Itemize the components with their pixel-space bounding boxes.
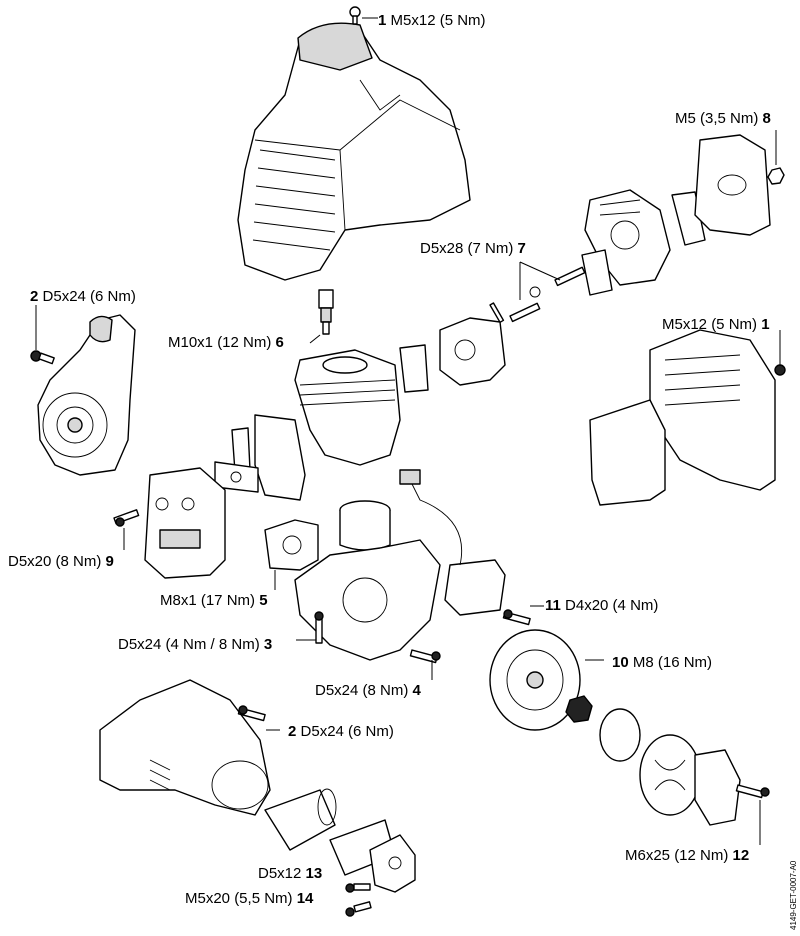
fan-flywheel bbox=[489, 629, 581, 731]
screws-7 bbox=[509, 266, 586, 323]
callout-10: 10 M8 (16 Nm) bbox=[612, 654, 713, 671]
leader-lines bbox=[35, 17, 781, 845]
screw-1-right bbox=[774, 364, 786, 376]
callout-1-top: 1 M5x12 (5 Nm) bbox=[378, 12, 486, 29]
engine-cover-shroud bbox=[237, 22, 471, 281]
callout-4: D5x24 (8 Nm) 4 bbox=[315, 682, 421, 699]
screw-12 bbox=[735, 784, 770, 799]
callout-6: M10x1 (12 Nm) 6 bbox=[168, 334, 284, 351]
callout-12: M6x25 (12 Nm) 12 bbox=[625, 847, 750, 864]
muffler-plate-5 bbox=[264, 519, 319, 571]
callout-14: M5x20 (5,5 Nm) 14 bbox=[185, 890, 314, 907]
callout-2-left: 2 D5x24 (6 Nm) bbox=[30, 288, 136, 305]
screw-11 bbox=[502, 609, 531, 626]
callout-9: D5x20 (8 Nm) 9 bbox=[8, 553, 114, 570]
air-filter-element bbox=[589, 399, 666, 506]
intake-manifold bbox=[439, 302, 506, 386]
callout-8: M5 (3,5 Nm) 8 bbox=[675, 110, 771, 127]
piston bbox=[339, 500, 391, 551]
clamp-13-14 bbox=[369, 834, 416, 893]
cylinder bbox=[294, 349, 401, 466]
air-filter-base bbox=[694, 134, 771, 236]
screw-2-lower bbox=[237, 705, 266, 722]
nut-10 bbox=[565, 695, 593, 723]
screws-13-14 bbox=[345, 883, 372, 917]
muffler-gasket bbox=[214, 461, 259, 493]
screw-3 bbox=[314, 611, 324, 644]
callout-3: D5x24 (4 Nm / 8 Nm) 3 bbox=[118, 636, 273, 653]
callout-11: 11 D4x20 (4 Nm) bbox=[545, 597, 659, 614]
clutch-shoe-plate bbox=[694, 749, 741, 826]
ignition-module bbox=[399, 469, 506, 616]
drive-sleeve bbox=[264, 788, 337, 851]
figure-code: 4149-GET-0007-A0 bbox=[789, 860, 798, 930]
callout-7: D5x28 (7 Nm) 7 bbox=[420, 240, 526, 257]
callout-13: D5x12 13 bbox=[258, 865, 323, 882]
muffler bbox=[144, 467, 226, 579]
starter-housing bbox=[37, 314, 136, 476]
screw-9 bbox=[113, 509, 140, 527]
nut-8 bbox=[767, 167, 785, 185]
callout-1-right: M5x12 (5 Nm) 1 bbox=[662, 316, 770, 333]
screw-4 bbox=[409, 649, 441, 664]
clutch-washer bbox=[599, 708, 641, 762]
callout-2-lower: 2 D5x24 (6 Nm) bbox=[288, 723, 394, 740]
air-filter-cover bbox=[649, 329, 776, 491]
screw-1-top bbox=[349, 6, 361, 25]
spark-plug bbox=[318, 289, 334, 335]
screw-2-left bbox=[30, 350, 55, 365]
clutch-assembly bbox=[639, 734, 701, 816]
intake-gasket bbox=[399, 344, 429, 393]
callout-5: M8x1 (17 Nm) 5 bbox=[160, 592, 268, 609]
gear-housing bbox=[99, 679, 271, 816]
heat-shield bbox=[231, 414, 306, 501]
